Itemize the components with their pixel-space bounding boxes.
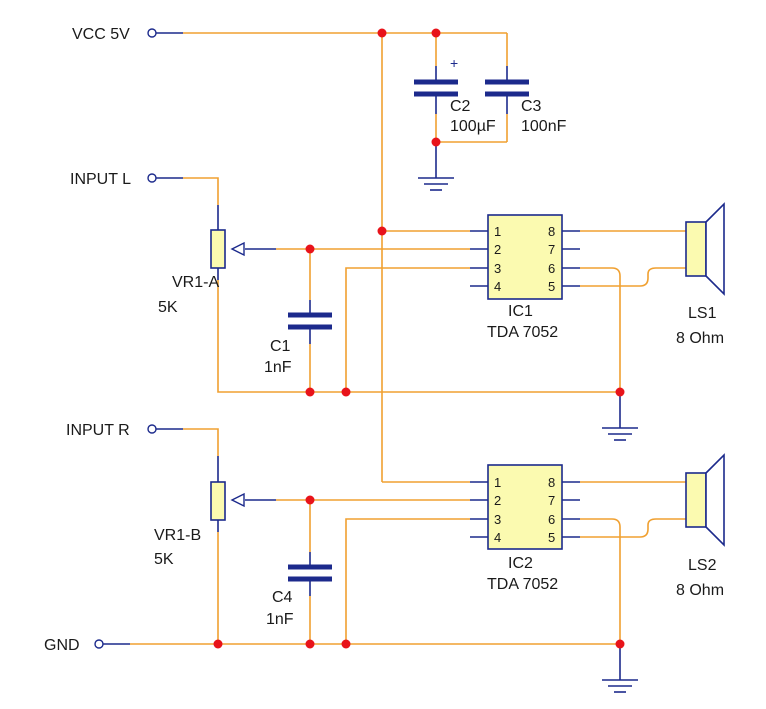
vcc-rail bbox=[156, 32, 507, 483]
junction-dot bbox=[305, 639, 315, 649]
junction-dot bbox=[431, 137, 441, 147]
ground-symbol-mid bbox=[602, 392, 638, 441]
junction-dot bbox=[377, 28, 387, 38]
c3-value: 100nF bbox=[521, 118, 567, 135]
ic1-output-wires bbox=[580, 230, 686, 392]
junctions bbox=[213, 28, 625, 649]
ic2-part: TDA 7052 bbox=[487, 576, 558, 593]
junction-dot bbox=[615, 387, 625, 397]
c3-ref: C3 bbox=[521, 98, 542, 115]
capacitor-c2[interactable] bbox=[414, 33, 458, 142]
gnd-label: GND bbox=[44, 637, 80, 654]
junction-dot bbox=[615, 639, 625, 649]
ic2-pin-3: 3 bbox=[494, 512, 501, 527]
c1-ref: C1 bbox=[270, 338, 291, 355]
ls1-ref: LS1 bbox=[688, 305, 717, 322]
junction-dot bbox=[341, 387, 351, 397]
vr1b-value: 5K bbox=[154, 551, 174, 568]
ground-symbol-bottom bbox=[602, 644, 638, 693]
ic2-pin-1: 1 bbox=[494, 475, 501, 490]
c4-ref: C4 bbox=[272, 589, 293, 606]
c2-ref: C2 bbox=[450, 98, 471, 115]
junction-dot bbox=[305, 387, 315, 397]
input-r-signal-wire bbox=[276, 499, 470, 644]
c2-polarity: + bbox=[450, 55, 458, 71]
speaker-ls1[interactable] bbox=[685, 202, 725, 296]
ground-symbol-top bbox=[418, 142, 454, 191]
junction-dot bbox=[341, 639, 351, 649]
input-l-label: INPUT L bbox=[70, 171, 131, 188]
ic2-pin-8: 8 bbox=[548, 475, 555, 490]
c1-value: 1nF bbox=[264, 359, 292, 376]
ic1-chip[interactable] bbox=[470, 214, 580, 300]
ic1-ref: IC1 bbox=[508, 303, 533, 320]
ic2-chip[interactable] bbox=[470, 464, 580, 550]
input-r-wires bbox=[156, 428, 219, 644]
potentiometer-vr1b[interactable] bbox=[210, 481, 276, 521]
potentiometer-vr1a[interactable] bbox=[210, 229, 276, 269]
ic1-pin-1: 1 bbox=[494, 224, 501, 239]
input-r-terminal[interactable] bbox=[147, 424, 157, 434]
ic2-pin-7: 7 bbox=[548, 493, 555, 508]
input-l-terminal[interactable] bbox=[147, 173, 157, 183]
vcc-terminal[interactable] bbox=[147, 28, 157, 38]
junction-dot bbox=[213, 639, 223, 649]
ls1-value: 8 Ohm bbox=[676, 330, 724, 347]
vr1b-ref: VR1-B bbox=[154, 527, 201, 544]
input-l-signal-wire bbox=[276, 248, 470, 392]
ic1-pin-7: 7 bbox=[548, 242, 555, 257]
speaker-ls2[interactable] bbox=[685, 453, 725, 547]
ic1-pin-8: 8 bbox=[548, 224, 555, 239]
ls2-value: 8 Ohm bbox=[676, 582, 724, 599]
input-r-label: INPUT R bbox=[66, 422, 130, 439]
vcc-label: VCC 5V bbox=[72, 26, 130, 43]
capacitor-c1[interactable] bbox=[288, 300, 332, 392]
ic1-pin-2: 2 bbox=[494, 242, 501, 257]
ic2-pin-6: 6 bbox=[548, 512, 555, 527]
junction-dot bbox=[305, 495, 315, 505]
ic2-pin-4: 4 bbox=[494, 530, 501, 545]
gnd-terminal[interactable] bbox=[94, 639, 104, 649]
ic2-pin-2: 2 bbox=[494, 493, 501, 508]
ic1-pin-5: 5 bbox=[548, 279, 555, 294]
ic1-pin-6: 6 bbox=[548, 261, 555, 276]
junction-dot bbox=[305, 244, 315, 254]
vr1a-ref: VR1-A bbox=[172, 274, 219, 291]
ic2-output-wires bbox=[580, 481, 686, 644]
ic1-part: TDA 7052 bbox=[487, 324, 558, 341]
c2-value: 100µF bbox=[450, 118, 496, 135]
ls2-ref: LS2 bbox=[688, 557, 717, 574]
junction-dot bbox=[377, 226, 387, 236]
junction-dot bbox=[431, 28, 441, 38]
ic2-pin-5: 5 bbox=[548, 530, 555, 545]
ic2-ref: IC2 bbox=[508, 555, 533, 572]
ic1-pin-3: 3 bbox=[494, 261, 501, 276]
ic1-pin-4: 4 bbox=[494, 279, 501, 294]
vr1a-value: 5K bbox=[158, 299, 178, 316]
c4-value: 1nF bbox=[266, 611, 294, 628]
input-l-wires bbox=[156, 177, 620, 393]
capacitor-c4[interactable] bbox=[288, 552, 332, 644]
capacitor-c3[interactable] bbox=[436, 33, 529, 143]
